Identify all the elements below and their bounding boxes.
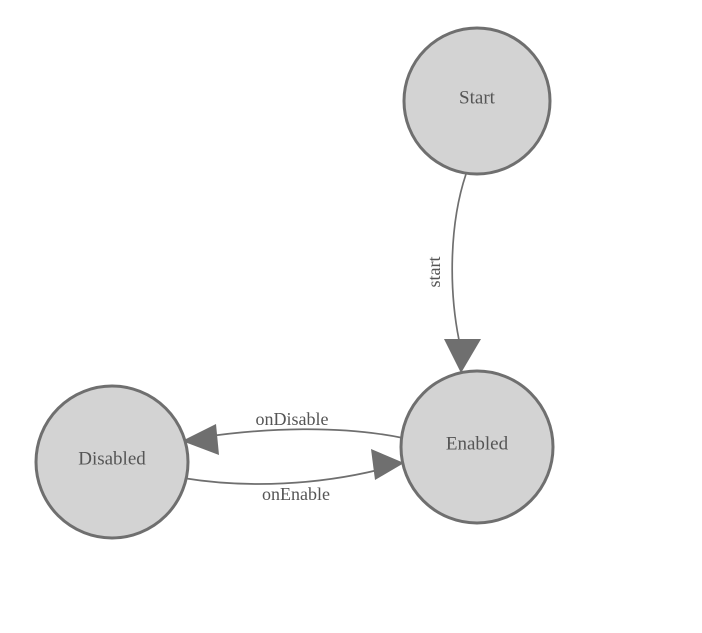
state-node-start[interactable]: Start — [402, 26, 552, 176]
state-node-enabled[interactable]: Enabled — [399, 369, 555, 525]
state-node-disabled[interactable]: Disabled — [34, 384, 190, 540]
state-node-start-circle — [402, 26, 552, 176]
edge-label-start: start — [424, 257, 444, 288]
edge-enabled-to-disabled-path — [203, 428, 404, 439]
state-node-enabled-circle — [399, 369, 555, 525]
state-node-disabled-circle — [34, 384, 190, 540]
edge-disabled-to-enabled-path — [182, 469, 379, 485]
edge-label-ondisable: onDisable — [256, 409, 329, 429]
state-node-start-label: Start — [459, 87, 496, 108]
edge-enabled-to-disabled[interactable]: onDisable — [182, 409, 404, 455]
edge-start-to-enabled-path — [451, 173, 467, 341]
state-node-disabled-label: Disabled — [78, 448, 146, 469]
edge-enabled-to-disabled-arrowhead — [182, 424, 219, 455]
edge-disabled-to-enabled[interactable]: onEnable — [182, 449, 404, 504]
edge-start-to-enabled-arrowhead — [444, 339, 481, 373]
state-node-enabled-label: Enabled — [446, 433, 509, 454]
edge-start-to-enabled[interactable]: start — [424, 173, 481, 373]
edge-label-onenable: onEnable — [262, 484, 330, 504]
edge-disabled-to-enabled-arrowhead — [371, 449, 404, 480]
